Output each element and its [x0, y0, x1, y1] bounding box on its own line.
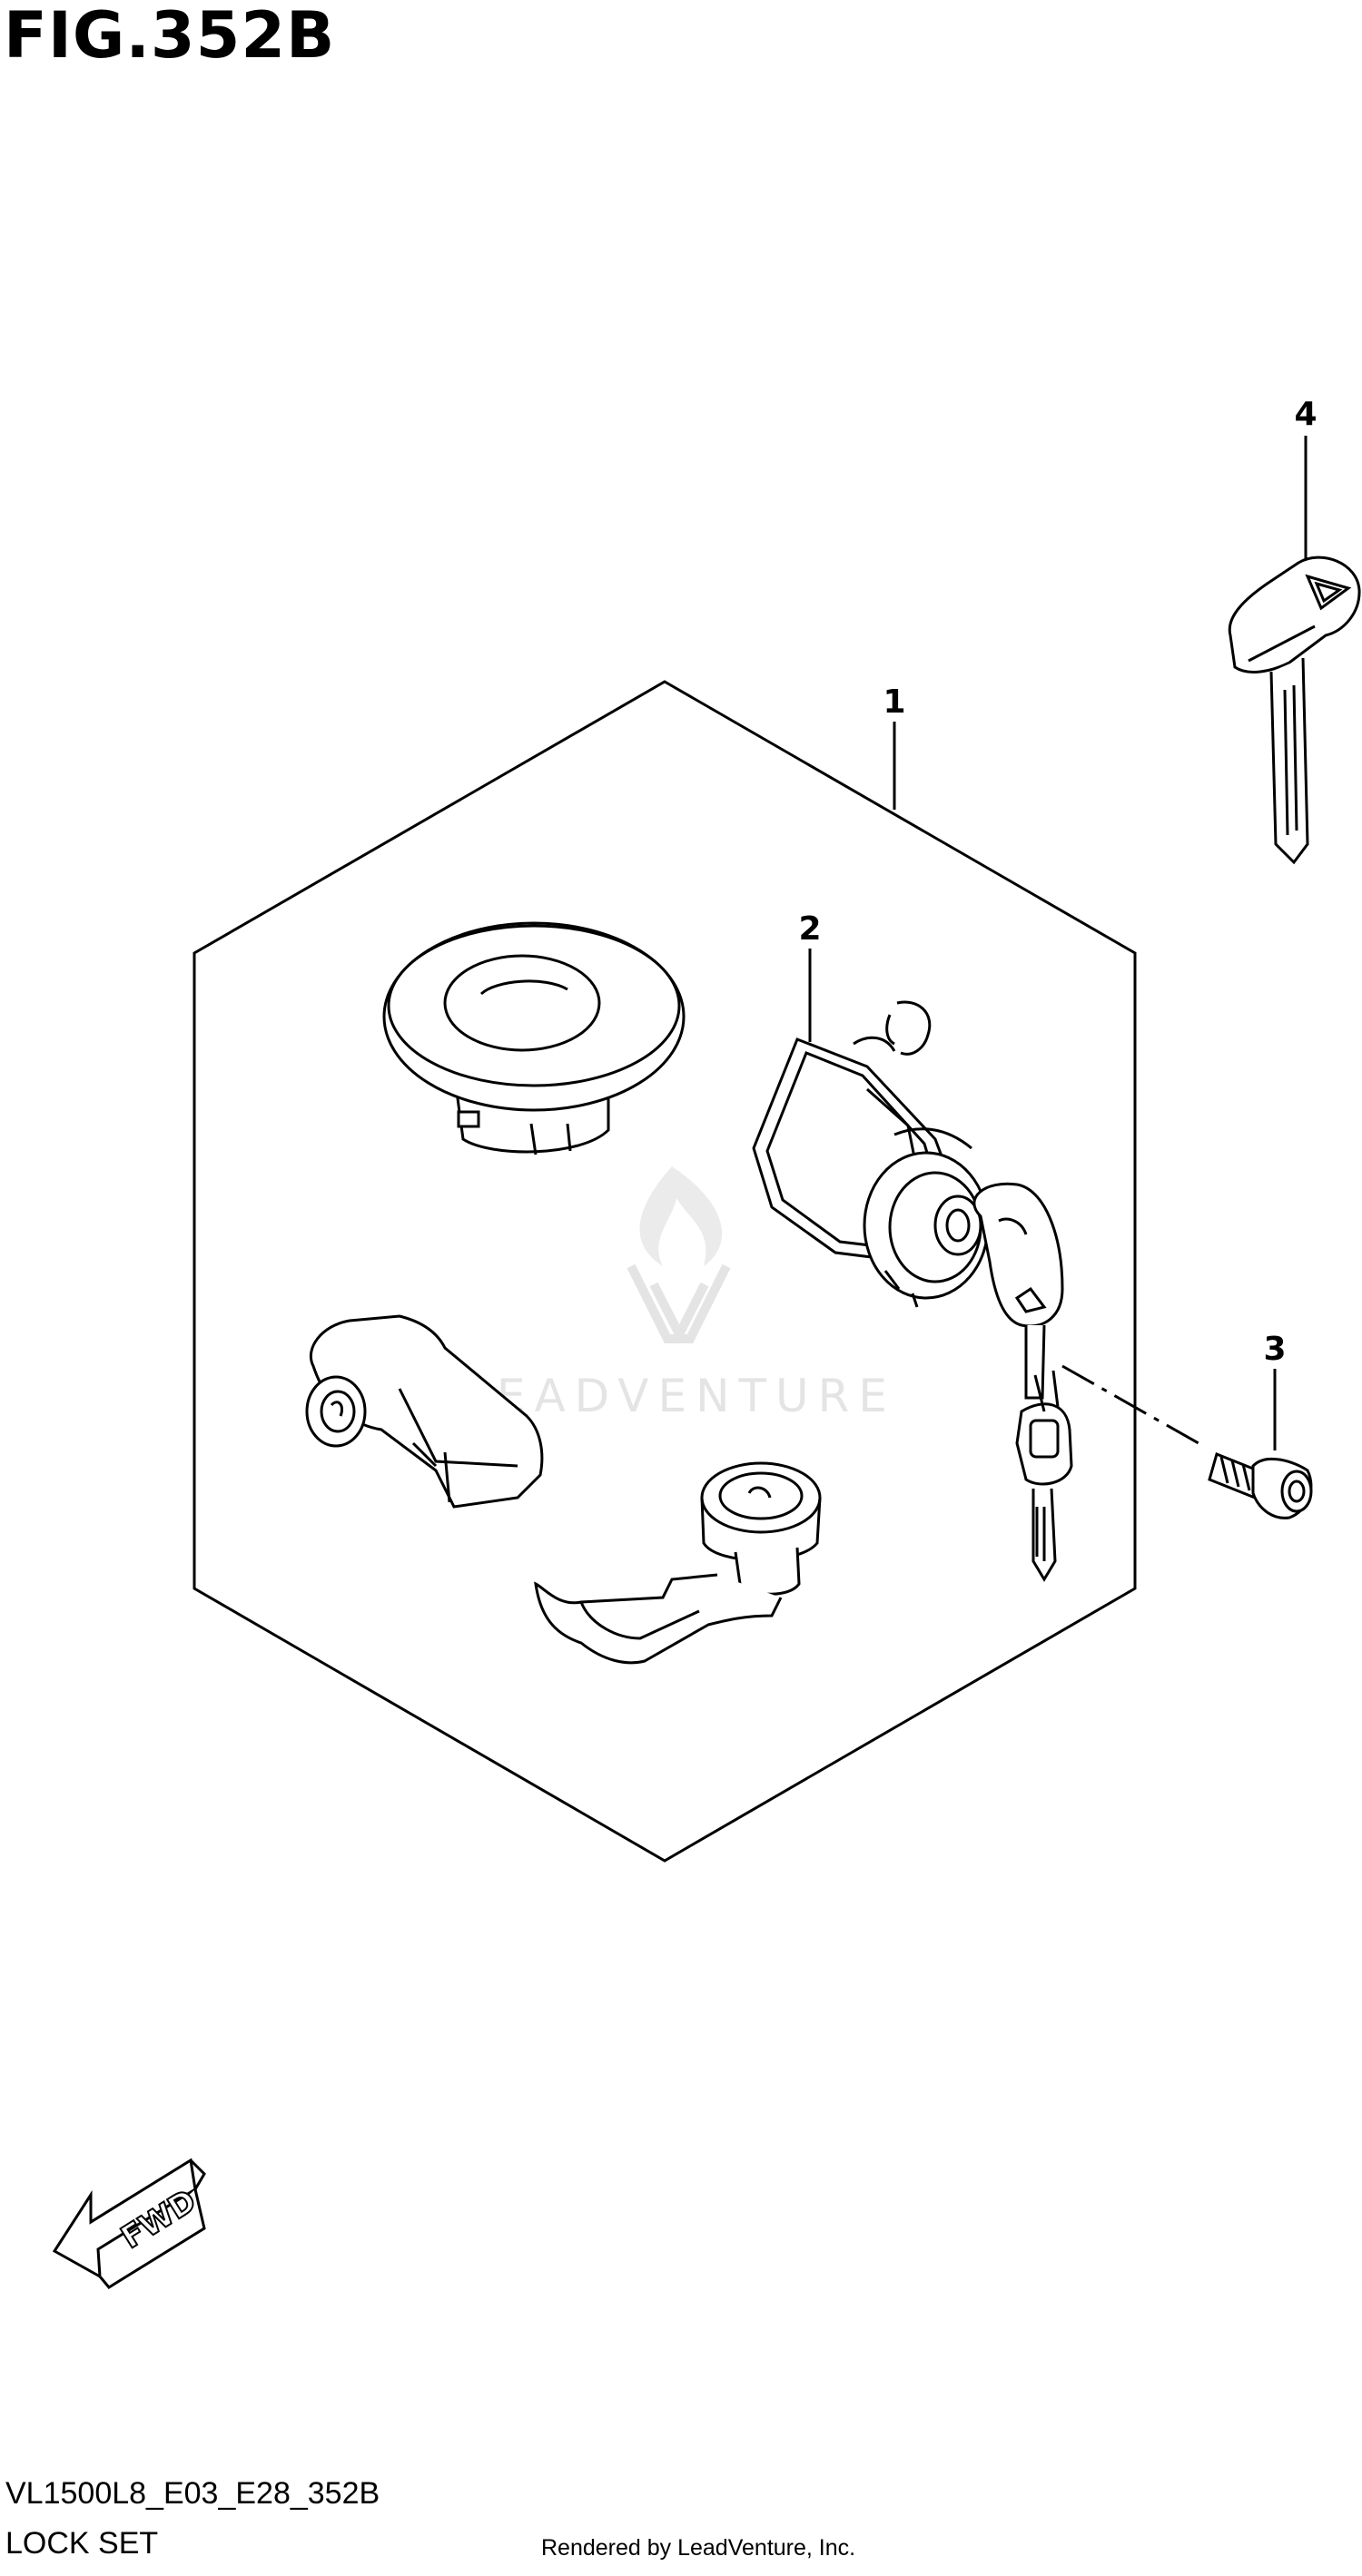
latch-lock[interactable] [534, 1461, 822, 1665]
svg-text:1: 1 [883, 683, 905, 721]
screw[interactable] [1208, 1451, 1313, 1519]
svg-text:4: 4 [1294, 396, 1317, 433]
render-credit: Rendered by LeadVenture, Inc. [541, 2535, 856, 2561]
watermark-text: LEADVENTURE [462, 1370, 896, 1422]
ignition-key-blank[interactable] [1228, 556, 1361, 865]
lock-cylinder-assy[interactable] [752, 1000, 1073, 1582]
callout-3[interactable]: 3 [1263, 1331, 1287, 1450]
leader-line-part-3 [1061, 1364, 1199, 1445]
watermark: LEADVENTURE [462, 1166, 896, 1422]
figure-name: LOCK SET [5, 2526, 159, 2561]
flame-v-logo-icon [627, 1166, 731, 1345]
callout-1[interactable]: 1 [883, 683, 906, 810]
lock-set-kit-outline [192, 680, 1137, 1863]
svg-text:2: 2 [798, 910, 821, 948]
svg-text:3: 3 [1263, 1331, 1286, 1368]
figure-code: VL1500L8_E03_E28_352B [5, 2476, 380, 2511]
lock-bracket[interactable] [305, 1314, 544, 1509]
seat-lock-cap[interactable] [382, 921, 686, 1155]
callout-4[interactable]: 4 [1294, 396, 1318, 563]
figure-title: FIG.352B [4, 0, 336, 73]
fwd-arrow-icon: FWD [52, 2158, 206, 2289]
callout-2[interactable]: 2 [798, 910, 822, 1042]
